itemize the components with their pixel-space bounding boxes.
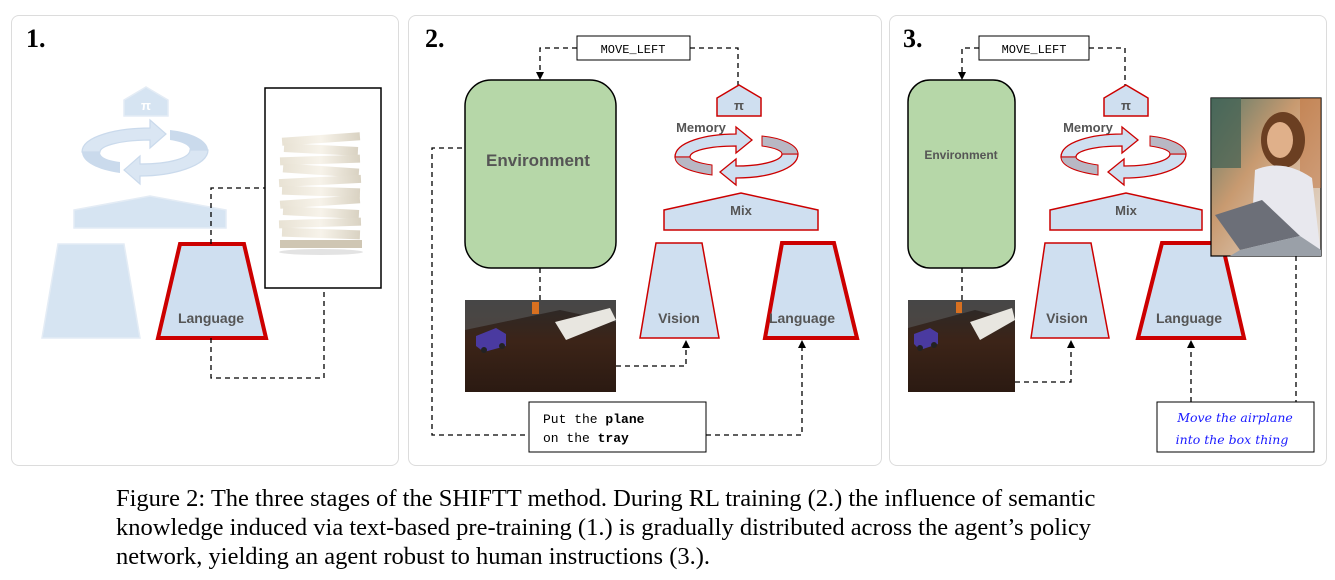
panel-3-vision-label: Vision	[1046, 310, 1088, 326]
panel-3-mix-module	[1049, 192, 1203, 231]
environment-render-image	[465, 300, 616, 392]
panel-3-language-module	[1135, 241, 1247, 340]
panel-3-diagram: MOVE_LEFT Environment π Memory Mix	[907, 35, 1322, 453]
panel-3-action-label: MOVE_LEFT	[1002, 43, 1067, 57]
person-laptop-image	[1210, 97, 1322, 257]
panel-3-environment	[907, 79, 1016, 269]
panel-3-instruction-box	[1156, 401, 1315, 453]
panel-3-policy-symbol: π	[1121, 98, 1131, 113]
panel-2-mix-label: Mix	[730, 203, 752, 218]
panel-2-instruction-line2-bold: tray	[598, 431, 629, 446]
panel-3-memory-label: Memory	[1063, 120, 1114, 135]
panel-3-instruction-line1: Move the airplane	[1176, 410, 1293, 425]
panel-2-instruction-line1-bold: plane	[605, 412, 644, 427]
panel-2-instruction-line2-prefix: on the	[543, 431, 598, 446]
policy-module-faded	[123, 86, 169, 117]
caption-line-2: knowledge induced via text-based pre-tra…	[116, 514, 1091, 541]
panel-2-instruction-line2: on the tray	[543, 431, 629, 446]
figure-diagram: π Language	[41, 35, 1322, 453]
panel-2-diagram: MOVE_LEFT Environment π Memory M	[431, 35, 860, 453]
panel-2-number: 2.	[425, 24, 445, 53]
panel-3-mix-label: Mix	[1115, 203, 1137, 218]
panel-3-memory-loop-icon	[1060, 125, 1187, 187]
vision-module-faded	[41, 243, 141, 339]
memory-loop-icon	[81, 118, 209, 186]
panel-2-instruction-line1-prefix: Put the	[543, 412, 605, 427]
panel-3-instruction-line2: into the box thing	[1176, 432, 1289, 447]
panel-3-action-box	[978, 35, 1090, 61]
panel-1-diagram: π Language	[41, 86, 382, 379]
policy-symbol-faded: π	[141, 98, 151, 113]
panel-3-language-label: Language	[1156, 310, 1222, 326]
panel-2-language-module	[762, 241, 860, 340]
panel-2-memory-label: Memory	[676, 120, 727, 135]
caption-line-3: network, yielding an agent robust to hum…	[116, 543, 711, 570]
panel-3-environment-render-image	[908, 300, 1015, 392]
figure-caption: Figure 2: The three stages of the SHIFTT…	[116, 484, 1246, 571]
panel-1-number: 1.	[26, 24, 46, 53]
panel-2-memory-loop-icon	[674, 125, 799, 187]
panel-3-policy-module	[1103, 84, 1149, 117]
panel-3-environment-label: Environment	[924, 148, 997, 162]
panel-2-environment	[464, 79, 617, 269]
panel-1-language-label: Language	[178, 310, 244, 326]
panel-2-action-label: MOVE_LEFT	[601, 43, 666, 57]
panel-2-vision-label: Vision	[658, 310, 700, 326]
mix-module-faded	[73, 195, 227, 229]
panel-2-policy-module	[716, 84, 762, 117]
panel-2-language-label: Language	[769, 310, 835, 326]
panel-2-vision-module	[639, 242, 720, 339]
panel-3-vision-module	[1030, 242, 1110, 339]
panel-2-policy-symbol: π	[734, 98, 744, 113]
panel-2-instruction-line1: Put the plane	[543, 412, 645, 427]
paper-stack-drawing	[278, 132, 363, 255]
panel-2-mix-module	[663, 192, 819, 231]
caption-line-1: Figure 2: The three stages of the SHIFTT…	[116, 485, 1096, 512]
panel-2-instruction-box	[528, 401, 707, 453]
language-module-highlight	[155, 242, 269, 340]
panel-2-environment-label: Environment	[486, 151, 590, 170]
panel-3-number: 3.	[903, 24, 923, 53]
